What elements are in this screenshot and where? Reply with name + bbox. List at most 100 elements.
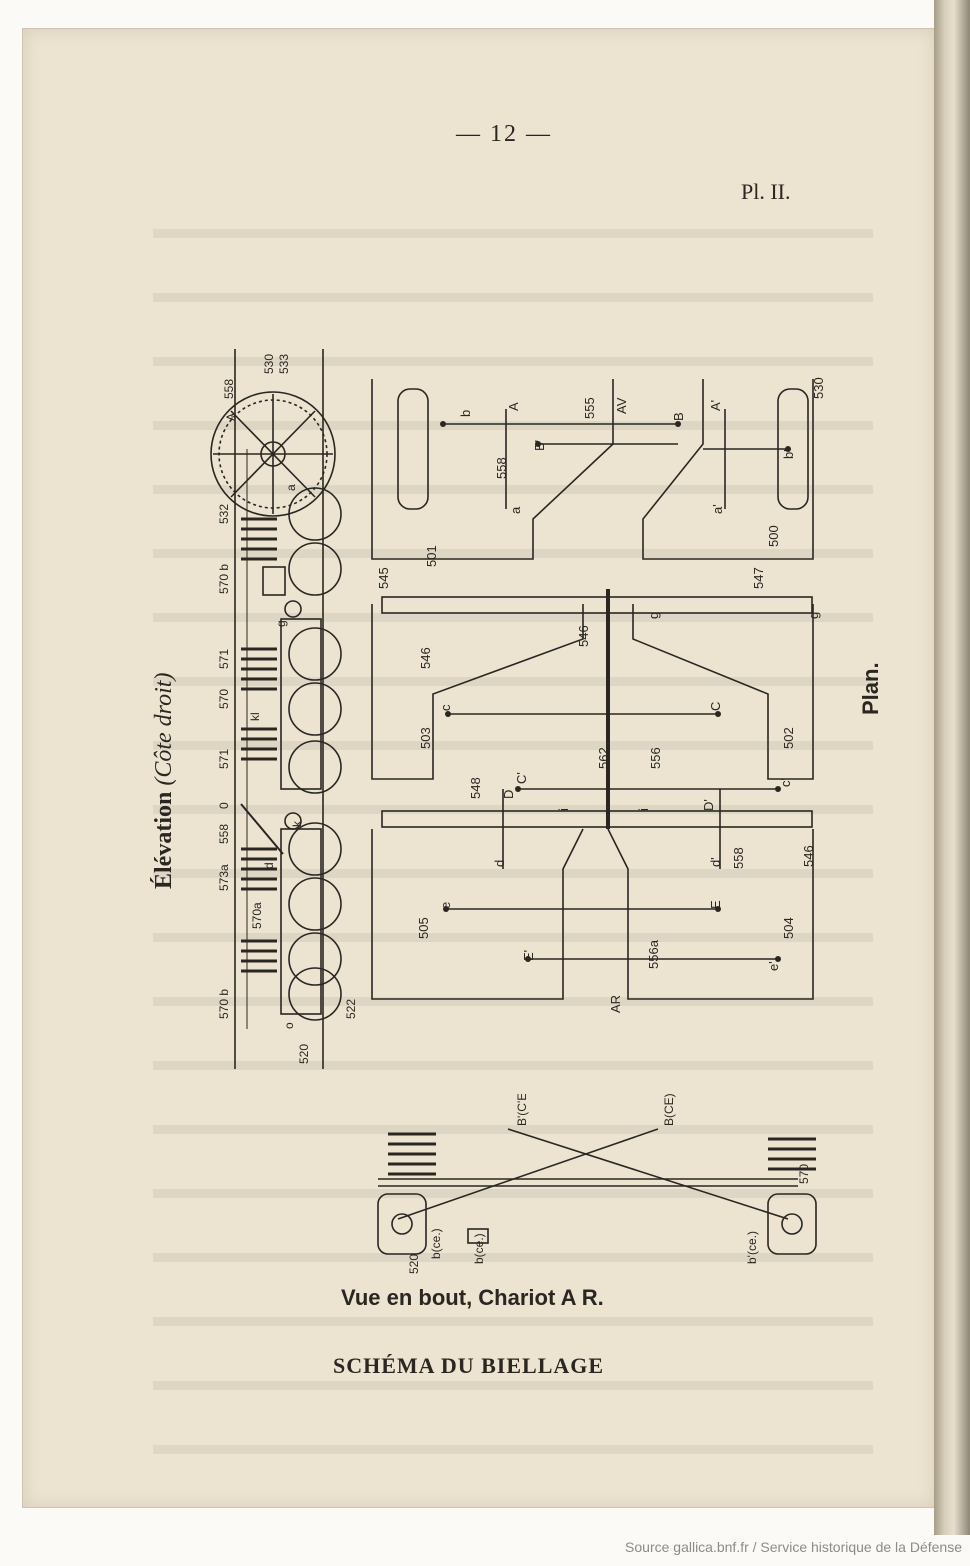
label: B'(C'E') (515, 1094, 529, 1126)
label: i (556, 808, 571, 811)
label: 530 (262, 354, 276, 374)
label: k (290, 820, 304, 827)
label: AR (608, 995, 623, 1013)
label: 570 (797, 1164, 811, 1184)
label: b' (781, 449, 796, 459)
label: d' (708, 857, 723, 867)
front-frame-left (371, 379, 614, 560)
label: 570 (217, 689, 231, 709)
label: A (506, 402, 521, 411)
label: 546 (418, 647, 433, 669)
page-number: — 12 — (456, 121, 552, 147)
wheel-2 (288, 542, 342, 596)
label: A (224, 413, 238, 421)
label: g (646, 612, 661, 619)
cross-rod-2 (397, 1128, 659, 1220)
label: 504 (781, 917, 796, 939)
label: A' (708, 400, 723, 411)
spring-right (768, 1137, 816, 1171)
label: i (636, 808, 651, 811)
front-wheel-left (397, 388, 429, 510)
elevation-title-text: Élévation (151, 791, 177, 889)
label: a (284, 484, 298, 491)
page-edge (934, 0, 970, 1535)
elevation-title: Élévation (Côte droit) (151, 673, 178, 889)
label: d (262, 862, 276, 869)
label: c (438, 704, 453, 711)
label: c' (778, 778, 793, 787)
label: 501 (424, 545, 439, 567)
link-rod (240, 803, 284, 855)
label: e (438, 902, 453, 909)
front-axle (381, 596, 813, 614)
spring-2 (241, 647, 277, 691)
label: 556a (646, 939, 661, 969)
label: D (501, 790, 516, 799)
plate-label: Pl. II. (741, 179, 791, 204)
label: 522 (344, 999, 358, 1019)
wheel-right (767, 1193, 817, 1255)
rear-frame-right (607, 828, 814, 1000)
label: 502 (781, 727, 796, 749)
label: B (671, 412, 686, 421)
label: 530 (811, 377, 826, 399)
wheel-9 (288, 967, 342, 1021)
label: g (274, 620, 288, 627)
label: 533 (277, 354, 291, 374)
wheel-1 (288, 487, 342, 541)
label: e' (766, 961, 781, 971)
label: b(ce.) (429, 1228, 443, 1259)
label: E (708, 900, 723, 909)
rear-bogie-beam (280, 828, 322, 1015)
label: 505 (416, 917, 431, 939)
label: o (282, 1022, 296, 1029)
label: 548 (468, 777, 483, 799)
label: C' (514, 772, 529, 784)
elevation-drawing: 558 530 533 A a 532 570 b g 571 570 kl 5… (210, 349, 358, 1069)
wheel-5 (288, 740, 342, 794)
pivot-g (284, 600, 302, 618)
label: 570a (250, 902, 264, 929)
label: b (458, 410, 473, 417)
label: 558 (731, 847, 746, 869)
label: 558 (222, 379, 236, 399)
label: a' (710, 504, 725, 514)
label: 573a (217, 864, 231, 891)
wheel-7 (288, 877, 342, 931)
label: E' (521, 950, 536, 961)
label: a (508, 506, 523, 514)
label: B' (532, 440, 547, 451)
rear-axle (381, 810, 813, 828)
cross-rod-1 (507, 1128, 789, 1220)
book-page: — 12 — Pl. II. Élévation (Côte droit) (22, 28, 936, 1508)
wheel-4 (288, 682, 342, 736)
wheel-left (377, 1193, 427, 1255)
block (467, 1228, 489, 1244)
label: C (708, 702, 723, 711)
spring-5 (241, 939, 277, 973)
spring-left (388, 1132, 436, 1176)
elevation-subtitle: (Côte droit) (151, 672, 177, 786)
label: b'(ce.) (745, 1231, 759, 1264)
label: 545 (376, 567, 391, 589)
label: 555 (582, 397, 597, 419)
wheel-3 (288, 627, 342, 681)
label: B(CE) (662, 1094, 676, 1126)
end-view-drawing: B'(C'E') B(CE) 570 b(ce.) b(ce.) b'(ce.)… (377, 1094, 817, 1274)
label: kl (248, 712, 262, 721)
mid-frame-left (371, 604, 584, 780)
label: 546 (801, 845, 816, 867)
wheel-8 (288, 932, 342, 986)
label: 546 (576, 625, 591, 647)
spring-4 (241, 847, 277, 891)
source-credit: Source gallica.bnf.fr / Service historiq… (625, 1539, 962, 1555)
end-view-caption: Vue en bout, Chariot A R. (341, 1285, 604, 1310)
label: D' (701, 799, 716, 811)
label: 558 (217, 824, 231, 844)
front-frame-right (642, 379, 814, 560)
label: 571 (217, 749, 231, 769)
bracket (262, 566, 286, 596)
plan-drawing: b A 555 AV B A' 530 558 B' a b' a' 501 5… (371, 377, 826, 1013)
spring-1 (241, 517, 277, 561)
label: g (806, 612, 821, 619)
